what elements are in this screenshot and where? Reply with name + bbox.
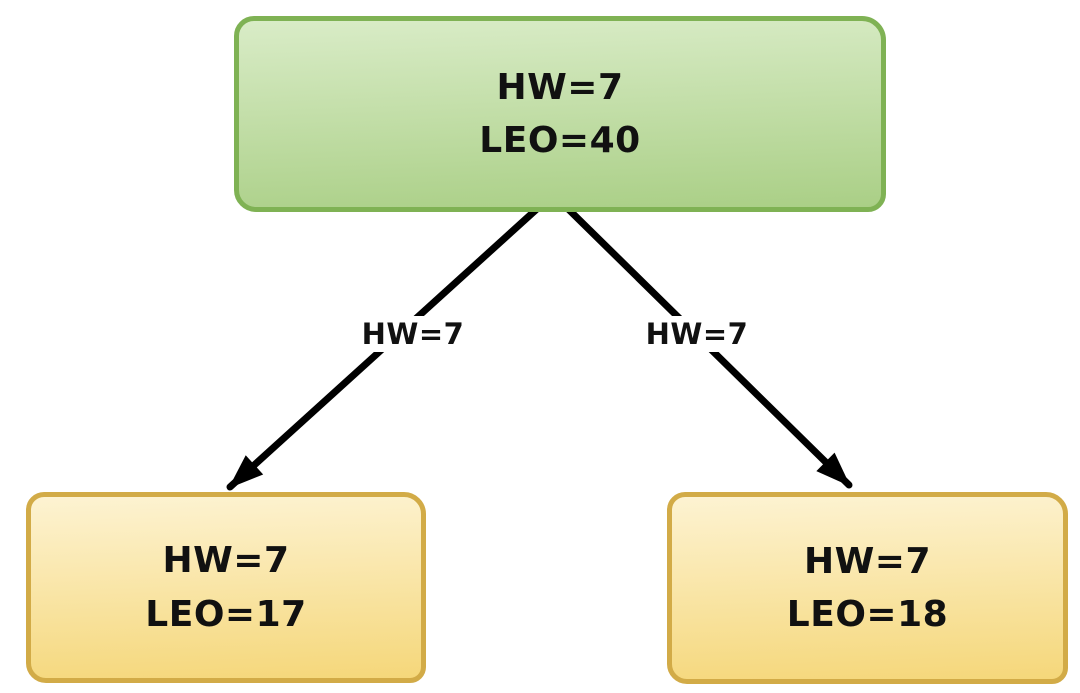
node-root-line2: LEO=40	[479, 120, 641, 161]
node-right-child: HW=7 LEO=18	[667, 492, 1068, 684]
node-right-line1: HW=7	[803, 540, 932, 582]
node-root: HW=7 LEO=40	[234, 16, 886, 212]
node-left-line1: HW=7	[162, 540, 290, 582]
edge-right-label: HW=7	[638, 316, 756, 352]
node-root-line1: HW=7	[496, 66, 624, 108]
edge-left-label: HW=7	[354, 316, 472, 352]
node-left-line2: LEO=17	[145, 593, 307, 635]
node-left-child: HW=7 LEO=17	[26, 492, 426, 683]
node-right-line2: LEO=18	[786, 594, 949, 635]
